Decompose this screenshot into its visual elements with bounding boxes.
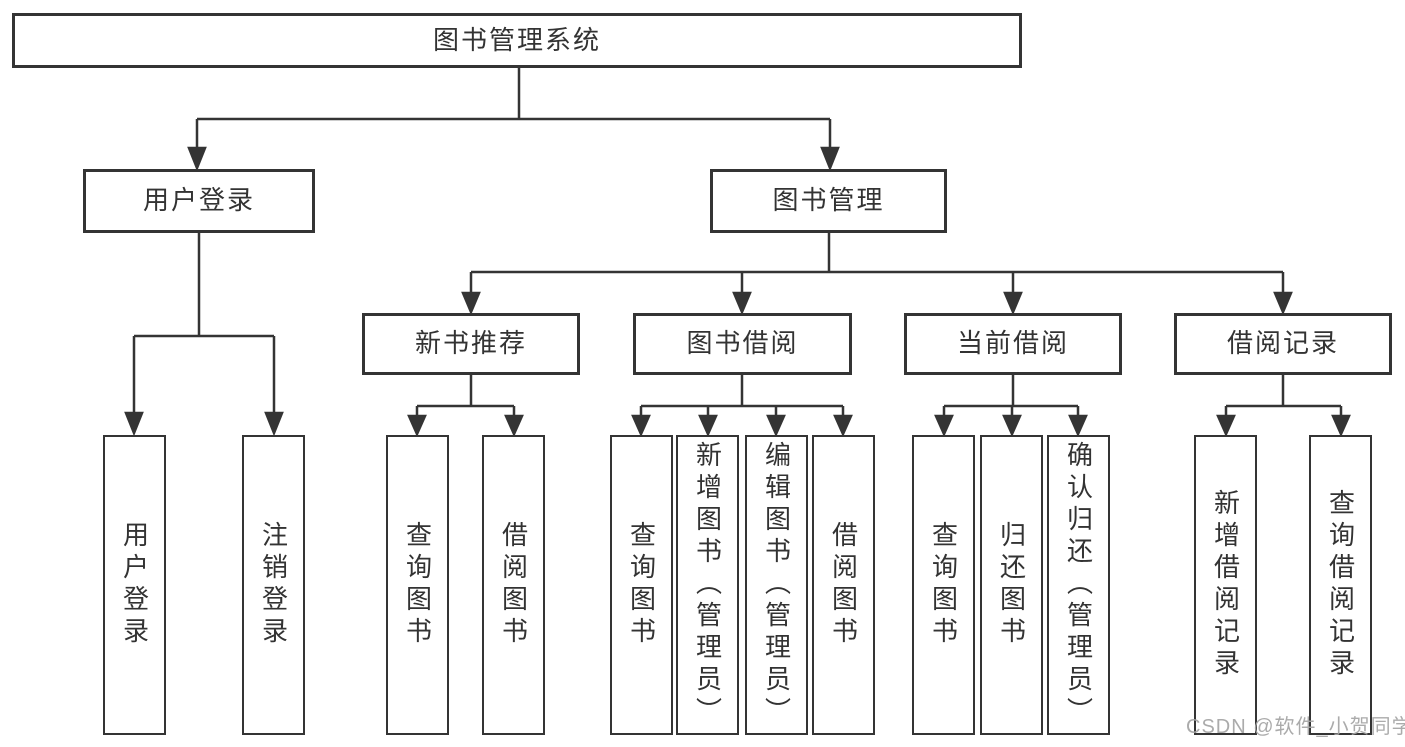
node-label: 查询借阅记录 [1325, 489, 1356, 681]
leaf-user-login: 用户登录 [103, 435, 166, 735]
leaf-add-book-admin: 新增图书（管理员） [676, 435, 739, 735]
connector-book-borrow [631, 375, 853, 438]
node-label: 图书借阅 [686, 328, 799, 359]
leaf-borrow-books-rec: 借阅图书 [482, 435, 545, 735]
node-label: 用户登录 [142, 185, 255, 216]
node-label: 新增借阅记录 [1210, 489, 1241, 681]
leaf-borrow-books: 借阅图书 [812, 435, 875, 735]
leaf-logout: 注销登录 [242, 435, 305, 735]
connector-root [187, 68, 840, 172]
leaf-edit-book-admin: 编辑图书（管理员） [745, 435, 808, 735]
node-label: 查询图书 [402, 521, 433, 649]
node-current-borrowing: 当前借阅 [904, 313, 1122, 375]
node-label: 借阅图书 [828, 521, 859, 649]
node-new-book-recommendation: 新书推荐 [362, 313, 580, 375]
leaf-query-books-rec: 查询图书 [386, 435, 449, 735]
node-label: 图书管理系统 [432, 24, 601, 55]
node-label: 编辑图书（管理员） [761, 441, 792, 729]
node-book-borrowing: 图书借阅 [633, 313, 852, 375]
node-label: 注销登录 [258, 521, 289, 649]
node-label: 归还图书 [996, 521, 1027, 649]
node-book-management: 图书管理 [710, 169, 947, 233]
leaf-return-book: 归还图书 [980, 435, 1043, 735]
connector-new-book-rec [407, 375, 524, 438]
node-label: 新书推荐 [414, 328, 527, 359]
node-label: 确认归还（管理员） [1063, 441, 1094, 729]
connector-book-management [461, 233, 1293, 316]
leaf-query-borrow-record: 查询借阅记录 [1309, 435, 1372, 735]
node-label: 新增图书（管理员） [692, 441, 723, 729]
leaf-add-borrow-record: 新增借阅记录 [1194, 435, 1257, 735]
node-label: 图书管理 [772, 185, 885, 216]
csdn-watermark: CSDN @软件_小贺同学 [1186, 716, 1405, 738]
leaf-query-books-borrow: 查询图书 [610, 435, 673, 735]
connector-current-borrow [934, 375, 1088, 438]
node-label: 用户登录 [119, 521, 150, 649]
connector-borrow-records [1216, 375, 1351, 438]
node-borrowing-records: 借阅记录 [1174, 313, 1392, 375]
node-label: 当前借阅 [956, 328, 1069, 359]
leaf-confirm-return-admin: 确认归还（管理员） [1047, 435, 1110, 735]
leaf-query-books-current: 查询图书 [912, 435, 975, 735]
node-label: 借阅图书 [498, 521, 529, 649]
node-user-login: 用户登录 [83, 169, 315, 233]
connector-user-login [124, 233, 284, 437]
node-label: 查询图书 [928, 521, 959, 649]
node-label: 查询图书 [626, 521, 657, 649]
node-label: 借阅记录 [1226, 328, 1339, 359]
node-library-system-root: 图书管理系统 [12, 13, 1022, 68]
